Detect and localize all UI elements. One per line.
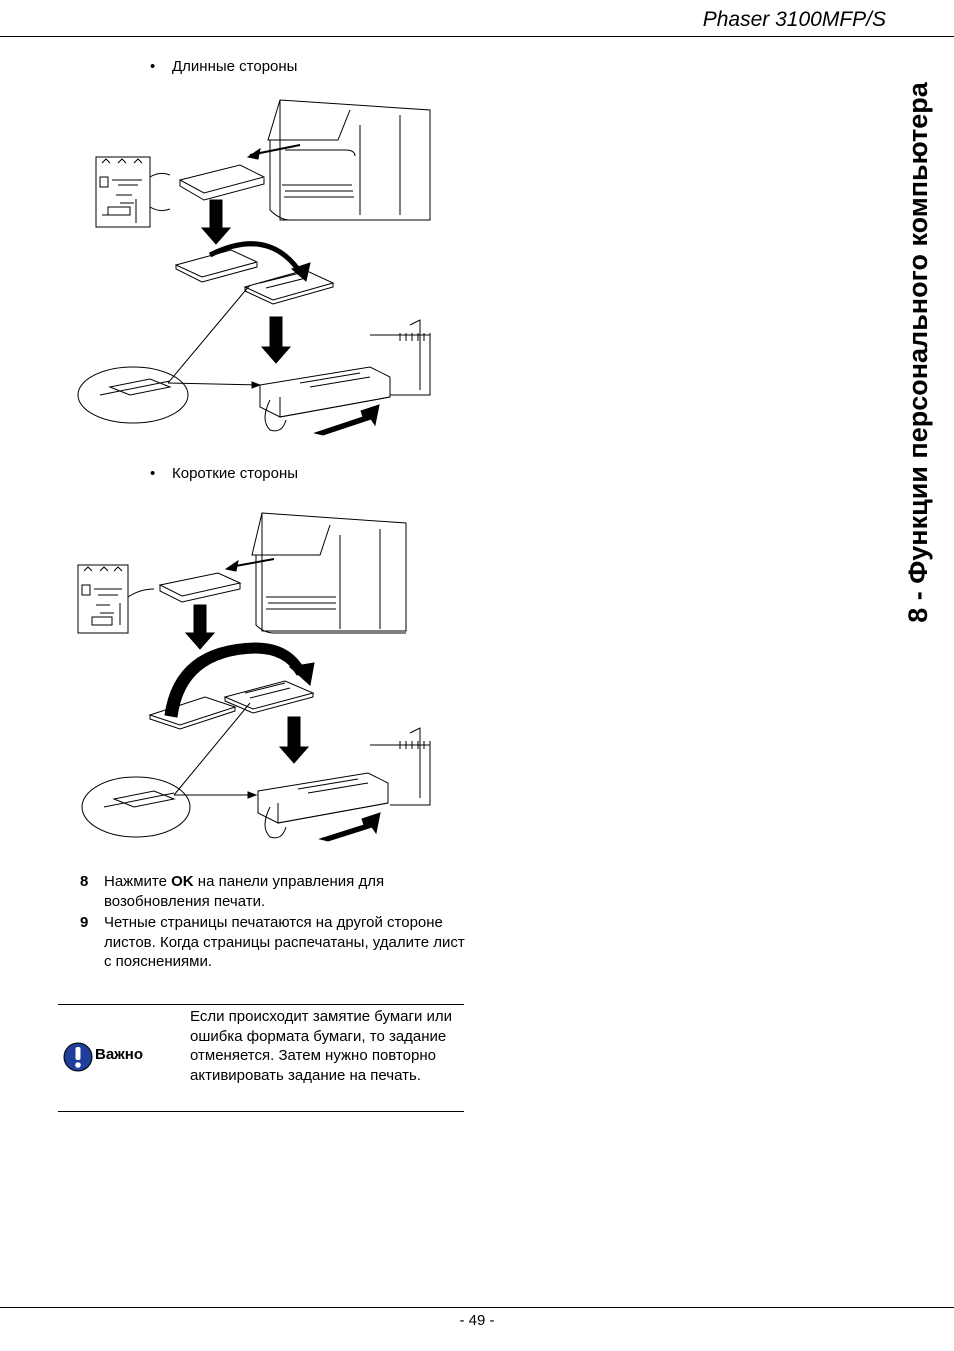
bullet-label: Длинные стороны [172,58,298,75]
instruction-sheet-illustration [95,156,151,228]
printer-illustration [251,512,407,634]
step-text: Четные страницы печатаются на другой сто… [104,914,465,970]
detail-magnifier [77,366,189,424]
header-divider [0,36,954,37]
figure-short-sides [77,512,431,842]
ok-key-label: OK [171,873,194,890]
instruction-sheet-illustration [77,564,129,634]
step-item: 9 Четные страницы печатаются на другой с… [80,913,470,972]
chapter-side-tab: 8 - Функции персонального компьютера [896,60,940,645]
header-title: Phaser 3100MFP/S [702,8,886,31]
step-item: 8 Нажмите OK на панели управления для во… [80,872,470,911]
steps-list: 8 Нажмите OK на панели управления для во… [80,872,470,974]
step-text: Нажмите OK на панели управления для возо… [104,873,385,910]
chapter-title: 8 - Функции персонального компьютера [902,82,933,623]
bullet-label: Короткие стороны [172,465,299,482]
exclamation-icon [63,1042,93,1072]
bullet-short-sides: • Короткие стороны [150,465,298,482]
page-number: - 49 - [459,1312,495,1329]
important-note: Важно Если происходит замятие бумаги или… [58,1004,464,1112]
note-label: Важно [95,1046,144,1063]
bullet-long-sides: • Длинные стороны [150,58,297,75]
figure-long-sides [77,99,431,436]
printer-illustration [267,99,431,221]
footer-divider [0,1307,954,1308]
note-text: Если происходит замятие бумаги или ошибк… [190,1008,453,1084]
detail-magnifier [81,776,191,838]
step-number: 8 [80,873,89,890]
bullet-mark: • [150,58,156,75]
bullet-mark: • [150,465,156,482]
step-number: 9 [80,914,89,931]
